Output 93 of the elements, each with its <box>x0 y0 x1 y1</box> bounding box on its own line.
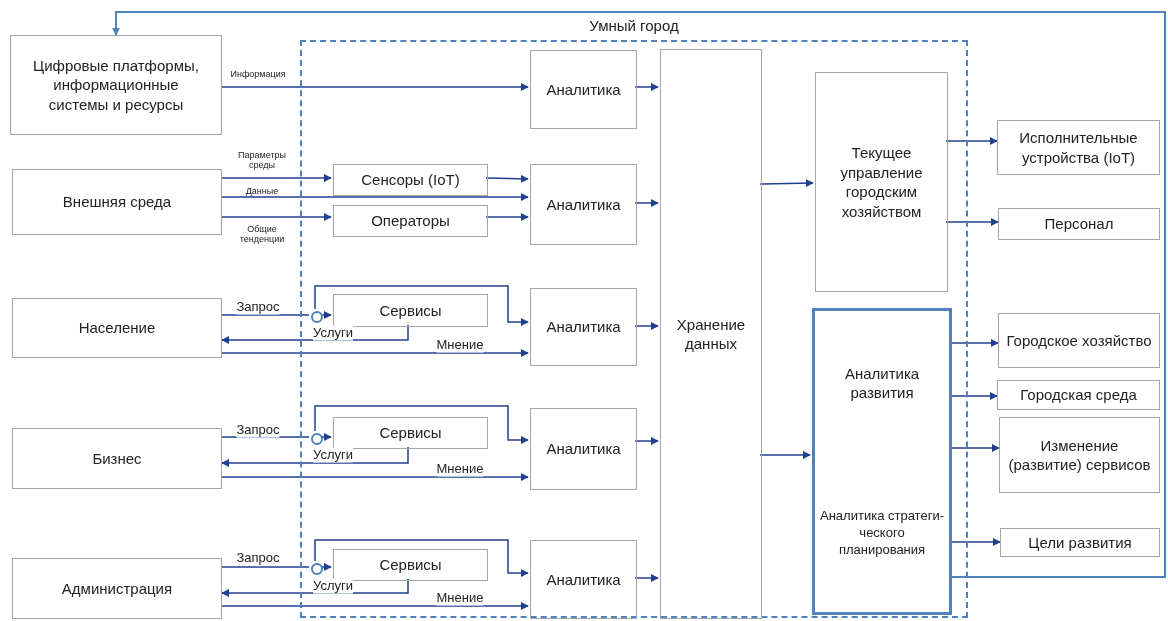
process-box <box>333 294 488 327</box>
process-box <box>997 120 1160 175</box>
arrow <box>221 349 529 357</box>
box-label: Аналитика <box>545 79 622 100</box>
process-box <box>530 50 637 129</box>
junction-circle <box>311 311 323 323</box>
box-label: Персонал <box>1043 214 1115 234</box>
box-label: Исполнительные устройства (IoT) <box>1018 128 1139 167</box>
group-title: Умный город <box>588 16 680 36</box>
arrow <box>949 339 999 347</box>
arrow <box>112 11 1166 578</box>
arrow <box>221 473 529 481</box>
process-box <box>333 549 488 581</box>
arrow <box>945 218 999 226</box>
arrow <box>221 193 529 201</box>
arrow <box>221 83 529 91</box>
process-box <box>12 428 222 489</box>
box-label: Сервисы <box>378 555 443 575</box>
box-label: Население <box>77 318 157 338</box>
box-label: Аналитика стратеги- ческого планирования <box>819 508 945 560</box>
box-label: Цифровые платформы, информационные системы и ресурсы <box>32 55 200 115</box>
arrow <box>221 446 409 467</box>
box-label: Городское хозяйство <box>1005 330 1153 351</box>
edge-label: Запрос <box>236 422 280 438</box>
box-label: Аналитика <box>545 439 622 459</box>
process-box <box>333 164 488 196</box>
box-label: Хранение данных <box>675 314 747 354</box>
box-label: Сервисы <box>378 300 443 321</box>
arrow <box>221 174 332 182</box>
process-box <box>333 417 488 449</box>
edge-label: Услуги <box>313 578 353 594</box>
box-label: Текущее управление городским хозяйством <box>839 143 924 221</box>
box-label: Цели развития <box>1027 532 1133 553</box>
connector-line <box>221 566 310 568</box>
arrow <box>485 213 529 221</box>
process-box <box>333 205 488 237</box>
arrow <box>320 563 332 571</box>
edge-label: Информация <box>230 68 286 80</box>
box-label: Сенсоры (IoT) <box>360 170 461 190</box>
process-box <box>812 308 952 615</box>
arrow <box>634 322 659 330</box>
arrow <box>945 137 998 145</box>
edge-label: Запрос <box>236 299 280 315</box>
arrow <box>949 392 998 400</box>
arrow <box>759 179 814 188</box>
arrow <box>221 602 529 610</box>
process-box <box>530 408 637 490</box>
box-label: Аналитика <box>545 194 622 215</box>
arrow <box>634 574 659 582</box>
arrow <box>949 538 1001 546</box>
box-label: Администрация <box>60 578 174 599</box>
box-label: Сервисы <box>378 423 443 443</box>
process-box <box>997 380 1160 410</box>
box-label: Аналитика <box>545 317 622 337</box>
junction-circle <box>311 433 323 445</box>
process-box <box>999 417 1160 493</box>
edge-label: Услуги <box>313 447 353 463</box>
arrow <box>949 444 1000 452</box>
process-box <box>530 288 637 366</box>
arrow <box>314 285 529 326</box>
arrow <box>634 199 659 207</box>
arrow <box>634 83 659 91</box>
edge-label: Запрос <box>236 550 280 566</box>
process-box <box>10 35 222 135</box>
process-box <box>530 540 637 619</box>
process-box <box>530 164 637 245</box>
process-box <box>998 208 1160 240</box>
box-label: Городская среда <box>1019 385 1138 405</box>
arrow <box>485 174 529 183</box>
process-box <box>815 72 948 292</box>
process-box <box>660 49 762 619</box>
edge-label: Услуги <box>313 325 353 341</box>
arrow <box>314 405 529 444</box>
box-label: Изменение (развитие) сервисов <box>1007 435 1152 475</box>
edge-label: Данные <box>245 185 279 197</box>
arrow <box>759 451 811 459</box>
process-box <box>12 169 222 235</box>
arrow <box>221 213 332 221</box>
box-label: Операторы <box>370 211 451 231</box>
connector-line <box>221 314 310 316</box>
box-label: Аналитика <box>545 569 622 590</box>
box-label: Внешняя среда <box>61 192 173 212</box>
process-box <box>1000 528 1160 557</box>
arrow <box>314 539 529 577</box>
process-box <box>998 313 1160 368</box>
junction-circle <box>311 563 323 575</box>
process-box <box>12 558 222 619</box>
process-box <box>12 298 222 358</box>
box-label: Бизнес <box>91 448 143 469</box>
box-label: Аналитика развития <box>843 363 921 403</box>
arrow <box>320 311 332 319</box>
arrow <box>634 437 659 445</box>
arrow <box>320 433 332 441</box>
